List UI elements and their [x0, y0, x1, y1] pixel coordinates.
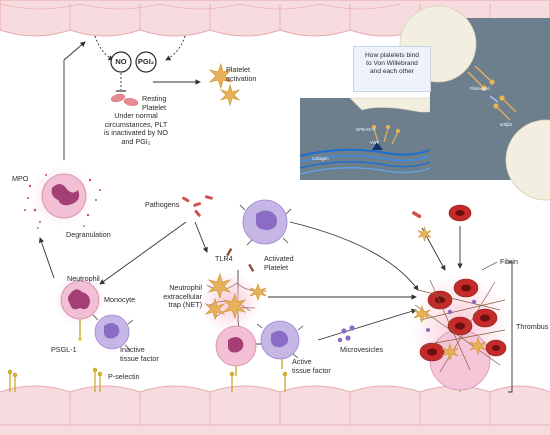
inset-collagen-vwf — [299, 97, 431, 180]
inactive-monocyte — [92, 314, 134, 351]
neutrophil-cell — [54, 274, 106, 341]
active-monocyte — [256, 320, 304, 369]
p-selectin-label: P-selectin — [108, 372, 140, 381]
incoming-cells — [417, 204, 472, 271]
collagen-label: Collagen — [312, 156, 329, 161]
activated-platelet-label: Activated Platelet — [264, 254, 294, 272]
inhibitor-molecules — [94, 35, 186, 92]
gpib-label: GPIb-IX-V — [356, 127, 376, 132]
psgl1-label: PSGL-1 — [51, 345, 77, 354]
pathogens-label: Pathogens — [145, 200, 180, 209]
thrombus — [412, 261, 513, 393]
monocyte-label: Monocyte — [104, 295, 136, 304]
resting-platelet-label: Resting Platelet — [142, 94, 167, 112]
neutrophil-label: Neutrophil — [67, 274, 100, 283]
platelet-activation-label: Platelet activation — [226, 65, 257, 83]
net-label: Neutrophil extracellular trap (NET) — [163, 283, 202, 309]
inset-title: How platelets bind to Von Willebrand and… — [365, 52, 419, 75]
fibrinogen-label: Fibrinogen — [470, 86, 490, 91]
fibrin-label: Fibrin — [500, 257, 518, 266]
monocyte-top — [239, 199, 292, 246]
bottom-endothelium — [0, 385, 550, 435]
microvesicles — [337, 325, 355, 343]
inset-title-box — [353, 46, 431, 92]
pathogens — [182, 195, 422, 219]
microvesicles-label: Microvesicles — [340, 345, 384, 354]
active-tissue-factor-label: Active tissue factor — [292, 357, 331, 375]
resting-platelets — [110, 93, 139, 106]
vwf-label: VWF — [370, 140, 380, 145]
inactive-tissue-factor-label: Inactive tissue factor — [120, 345, 159, 363]
aiib3-label: αIIbβ3 — [500, 122, 512, 127]
upward-arrow — [63, 41, 86, 160]
degranulation-label: Degranulation — [66, 230, 111, 239]
plt-inactivated-label: Under normal circumstances, PLT is inact… — [104, 111, 168, 146]
tlr4-label: TLR4 — [215, 254, 233, 263]
thrombus-label: Thrombus — [516, 322, 549, 331]
pgi2-label: PGI₂ — [137, 57, 155, 66]
net-region — [200, 248, 268, 376]
no-label: NO — [115, 57, 127, 66]
degranulating-neutrophil — [24, 166, 101, 229]
mpo-label: MPO — [12, 174, 29, 183]
activated-platelets-top — [208, 62, 241, 107]
